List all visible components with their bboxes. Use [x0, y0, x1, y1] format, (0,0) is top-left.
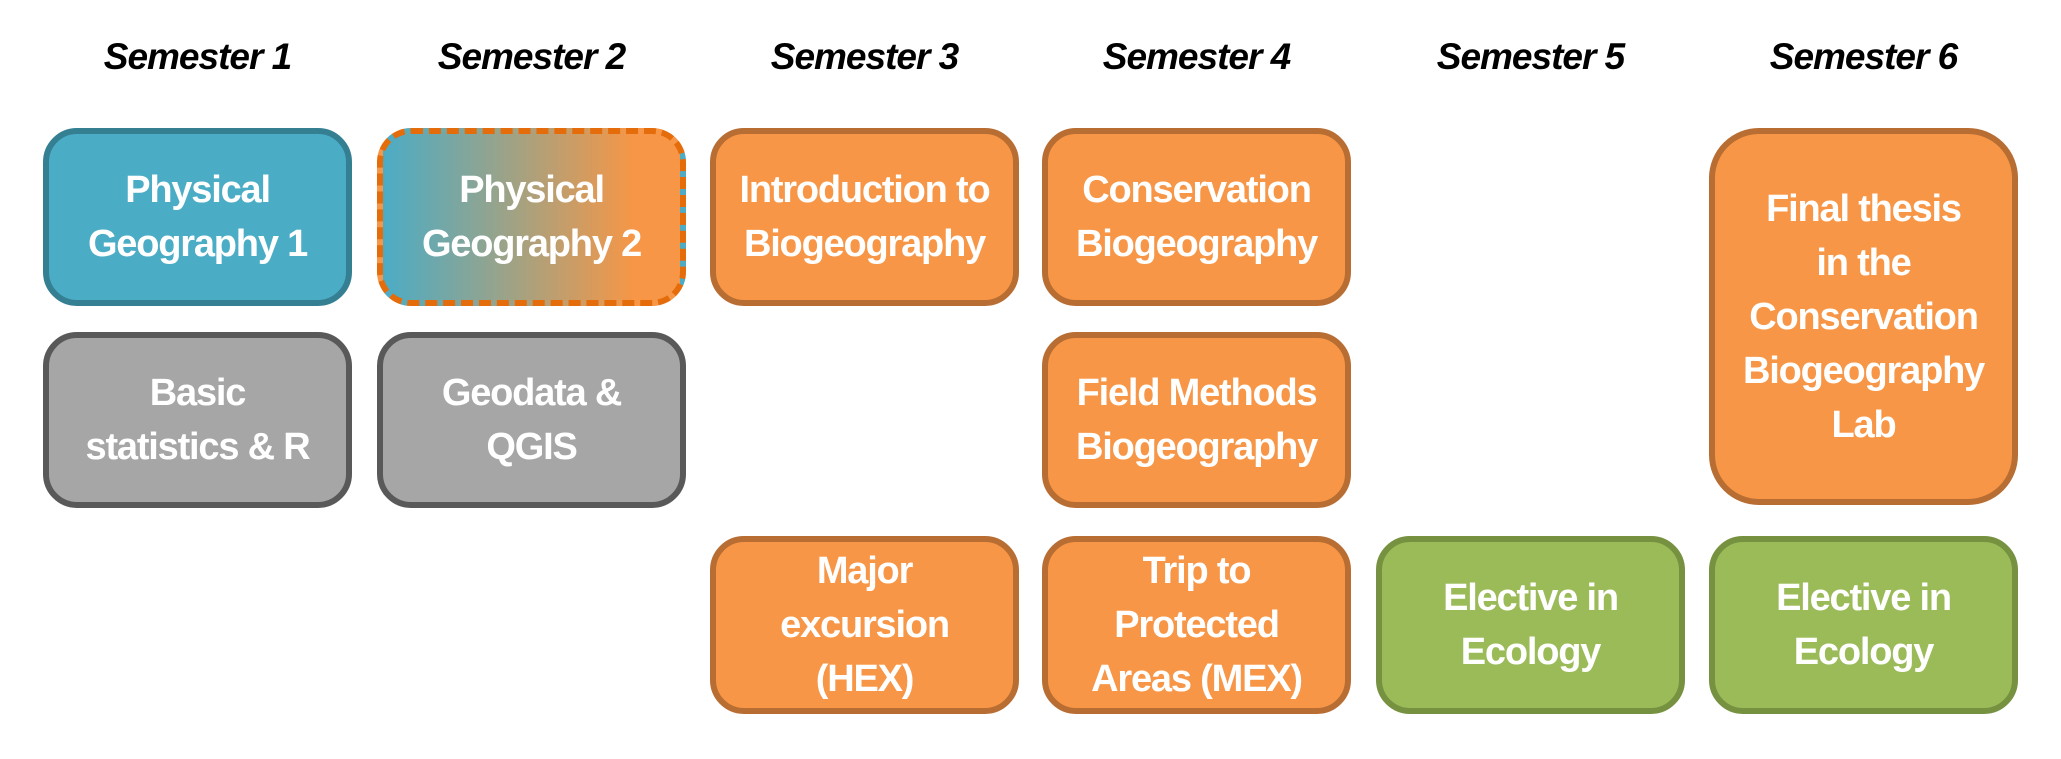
- course-physical-geography-2: Physical Geography 2: [377, 128, 686, 306]
- course-basic-statistics: Basic statistics & R: [43, 332, 352, 508]
- course-major-excursion: Major excursion (HEX): [710, 536, 1019, 714]
- course-geodata-qgis: Geodata & QGIS: [377, 332, 686, 508]
- course-conservation-biogeography: Conservation Biogeography: [1042, 128, 1351, 306]
- course-intro-biogeography: Introduction to Biogeography: [710, 128, 1019, 306]
- semester-5-header: Semester 5: [1436, 36, 1625, 77]
- course-physical-geography-1: Physical Geography 1: [43, 128, 352, 306]
- course-elective-ecology-5: Elective in Ecology: [1376, 536, 1685, 714]
- semester-3-header: Semester 3: [770, 36, 959, 77]
- semester-6-header: Semester 6: [1769, 36, 1958, 77]
- semester-2-header: Semester 2: [437, 36, 626, 77]
- semester-1-header: Semester 1: [103, 36, 292, 77]
- course-elective-ecology-6: Elective in Ecology: [1709, 536, 2018, 714]
- course-final-thesis: Final thesis in the Conservation Biogeog…: [1709, 128, 2018, 505]
- semester-4-header: Semester 4: [1102, 36, 1291, 77]
- course-field-methods: Field Methods Biogeography: [1042, 332, 1351, 508]
- course-trip-protected-areas: Trip to Protected Areas (MEX): [1042, 536, 1351, 714]
